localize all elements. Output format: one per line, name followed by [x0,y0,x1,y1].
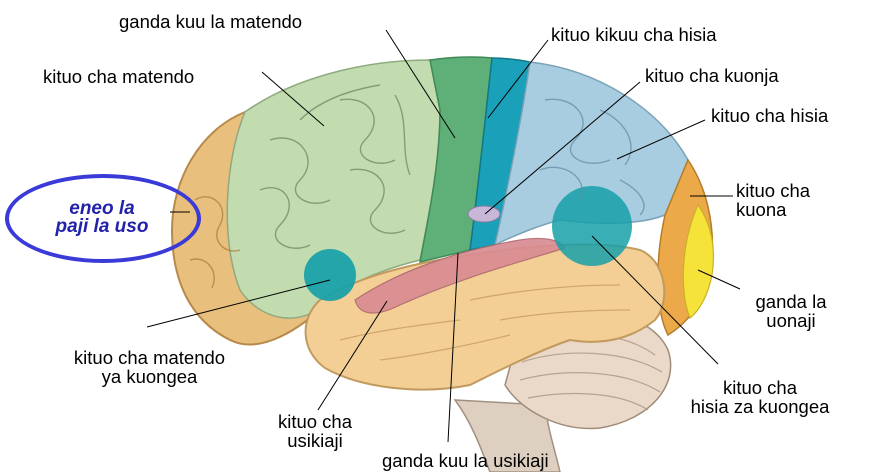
label-speech-sensory-area: kituo cha hisia za kuongea [660,378,860,416]
speech-sensory-area [552,186,632,266]
label-speech-sense-line1: kituo cha [660,378,860,397]
label-motor-area: kituo cha matendo [43,67,194,86]
speech-motor-area [304,249,356,301]
label-visual-line2: kuona [736,200,810,219]
label-hearing-area: kituo cha usikiaji [255,412,375,450]
label-prefrontal-line2: paji la uso [14,218,190,236]
label-visual-association: ganda la uonaji [741,292,841,330]
label-visual-line1: kituo cha [736,181,810,200]
label-visual-area: kituo cha kuona [736,181,810,219]
label-taste-area: kituo cha kuonja [645,66,779,85]
label-sensory-area: kituo cha hisia [711,106,828,125]
taste-area [468,206,500,222]
label-speech-motor-line1: kituo cha matendo [42,348,257,367]
label-vis-assoc-line2: uonaji [741,311,841,330]
label-premotor-cortex: ganda kuu la matendo [119,12,302,31]
label-auditory-cortex: ganda kuu la usikiaji [382,451,549,470]
label-prefrontal-area: eneo la paji la uso [14,200,190,236]
label-speech-motor-line2: ya kuongea [42,367,257,386]
label-vis-assoc-line1: ganda la [741,292,841,311]
label-hearing-line2: usikiaji [255,431,375,450]
label-speech-sense-line2: hisia za kuongea [660,397,860,416]
label-somatosensory-cortex: kituo kikuu cha hisia [551,25,717,44]
label-speech-motor-area: kituo cha matendo ya kuongea [42,348,257,386]
label-hearing-line1: kituo cha [255,412,375,431]
